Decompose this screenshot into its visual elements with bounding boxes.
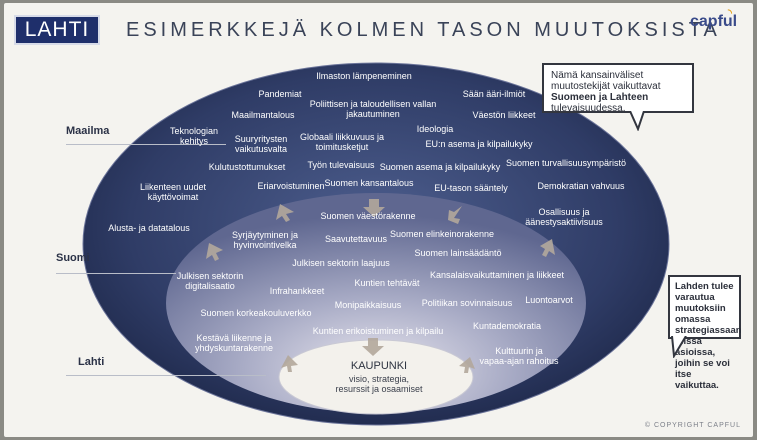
lahti-logo: LAHTI bbox=[14, 15, 100, 45]
arrow-icon bbox=[276, 204, 294, 222]
world-item: Sään ääri-ilmiöt bbox=[462, 89, 526, 99]
callout-top-line: Nämä kansainväliset bbox=[551, 70, 644, 81]
arrow-icon bbox=[448, 206, 462, 224]
world-item: Suuryritysten vaikutusvalta bbox=[234, 134, 288, 154]
arrow-icon bbox=[459, 357, 475, 373]
world-item: Suomen kansantalous bbox=[324, 178, 414, 188]
finland-item: Suomen lainsäädäntö bbox=[414, 248, 502, 258]
world-item: Maailmantalous bbox=[231, 110, 295, 120]
callout-top-bold-line: Suomeen ja Lahteen bbox=[551, 92, 649, 103]
world-item: EU-tason sääntely bbox=[434, 183, 508, 193]
callout-top-tail-icon bbox=[629, 111, 645, 131]
world-item: Pandemiat bbox=[258, 89, 302, 99]
finland-ellipse bbox=[166, 193, 586, 413]
callout-bottom: Lahden tulee varautua muutoksiin omassa … bbox=[668, 275, 742, 391]
world-item: Alusta- ja datatalous bbox=[108, 223, 190, 233]
world-item: Globaali liikkuvuus ja toimitusketjut bbox=[299, 132, 385, 152]
copyright-notice: © COPYRIGHT CAPFUL bbox=[644, 422, 741, 429]
level-line-finland bbox=[56, 273, 176, 274]
world-item: Työn tulevaisuus bbox=[307, 160, 375, 170]
finland-item: Infrahankkeet bbox=[269, 286, 325, 296]
capful-logo-text: capful bbox=[690, 13, 738, 30]
world-item: Teknologian kehitys bbox=[169, 126, 219, 146]
finland-item: Luontoarvot bbox=[525, 295, 573, 305]
arrow-icon bbox=[281, 355, 298, 372]
level-label-lahti: Lahti bbox=[78, 356, 105, 368]
world-item: Demokratian vahvuus bbox=[537, 181, 625, 191]
world-item: Osallisuus ja äänestysaktiivisuus bbox=[525, 207, 603, 227]
world-item: Kulutustottumukset bbox=[208, 162, 286, 172]
finland-item: Suomen elinkeinorakenne bbox=[389, 229, 495, 239]
finland-item: Suomen väestörakenne bbox=[320, 211, 416, 221]
arrow-icon bbox=[362, 338, 384, 356]
level-label-world: Maailma bbox=[66, 125, 110, 137]
finland-item: Politiikan sovinnaisuus bbox=[421, 298, 513, 308]
world-item: Ideologia bbox=[416, 124, 454, 134]
poster: LAHTI ESIMERKKEJÄ KOLMEN TASON MUUTOKSIS… bbox=[4, 3, 753, 437]
world-item: Liikenteen uudet käyttövoimat bbox=[139, 182, 207, 202]
world-item: Suomen turvallisuusympäristö bbox=[505, 158, 627, 168]
arrow-icon bbox=[206, 243, 223, 261]
callout-bottom-tail-icon bbox=[671, 336, 687, 358]
arrow-icon bbox=[540, 239, 555, 257]
world-item: Poliittisen ja taloudellisen vallan jaka… bbox=[309, 99, 437, 119]
world-item: Ilmaston lämpeneminen bbox=[316, 71, 412, 81]
poster-title: ESIMERKKEJÄ KOLMEN TASON MUUTOKSISTA bbox=[126, 19, 721, 41]
finland-item: Syrjäytyminen ja hyvinvointivelka bbox=[231, 230, 299, 250]
lahti-item: Kulttuurin ja vapaa-ajan rahoitus bbox=[479, 346, 559, 366]
diagram-canvas bbox=[82, 62, 670, 426]
finland-item: Kuntien tehtävät bbox=[354, 278, 420, 288]
finland-item: Kansalaisvaikuttaminen ja liikkeet bbox=[429, 270, 565, 280]
world-item: Eriarvoistuminen bbox=[257, 181, 325, 191]
finland-item: Kuntademokratia bbox=[472, 321, 542, 331]
finland-item: Suomen korkeakouluverkko bbox=[200, 308, 312, 318]
finland-item: Julkisen sektorin digitalisaatio bbox=[176, 271, 244, 291]
capful-logo: capful ◝ bbox=[690, 8, 738, 31]
city-core-title: KAUPUNKI bbox=[350, 360, 408, 372]
callout-top-line: tulevaisuudessa. bbox=[551, 103, 626, 114]
finland-item: Julkisen sektorin laajuus bbox=[292, 258, 390, 268]
world-item: Väestön liikkeet bbox=[472, 110, 536, 120]
city-core-text: visio, strategia, resurssit ja osaamiset bbox=[335, 374, 423, 394]
finland-item: Monipaikkaisuus bbox=[334, 300, 402, 310]
capful-swoosh-icon: ◝ bbox=[728, 8, 732, 19]
world-item: Suomen asema ja kilpailukyky bbox=[379, 162, 501, 172]
world-item: EU:n asema ja kilpailukyky bbox=[425, 139, 533, 149]
level-line-lahti bbox=[66, 375, 266, 376]
lahti-item: Kestävä liikenne ja yhdyskuntarakenne bbox=[194, 333, 274, 353]
callout-bottom-text: Lahden tulee varautua muutoksiin omassa … bbox=[675, 281, 742, 391]
finland-item: Saavutettavuus bbox=[324, 234, 388, 244]
arrows bbox=[206, 199, 555, 373]
lahti-item: Kuntien erikoistuminen ja kilpailu bbox=[312, 326, 444, 336]
callout-top: Nämä kansainväliset muutostekijät vaikut… bbox=[542, 63, 694, 114]
level-label-finland: Suomi bbox=[56, 252, 90, 264]
arrow-icon bbox=[363, 199, 385, 217]
callout-top-line: muutostekijät vaikuttavat bbox=[551, 81, 661, 92]
level-line-world bbox=[66, 144, 226, 145]
